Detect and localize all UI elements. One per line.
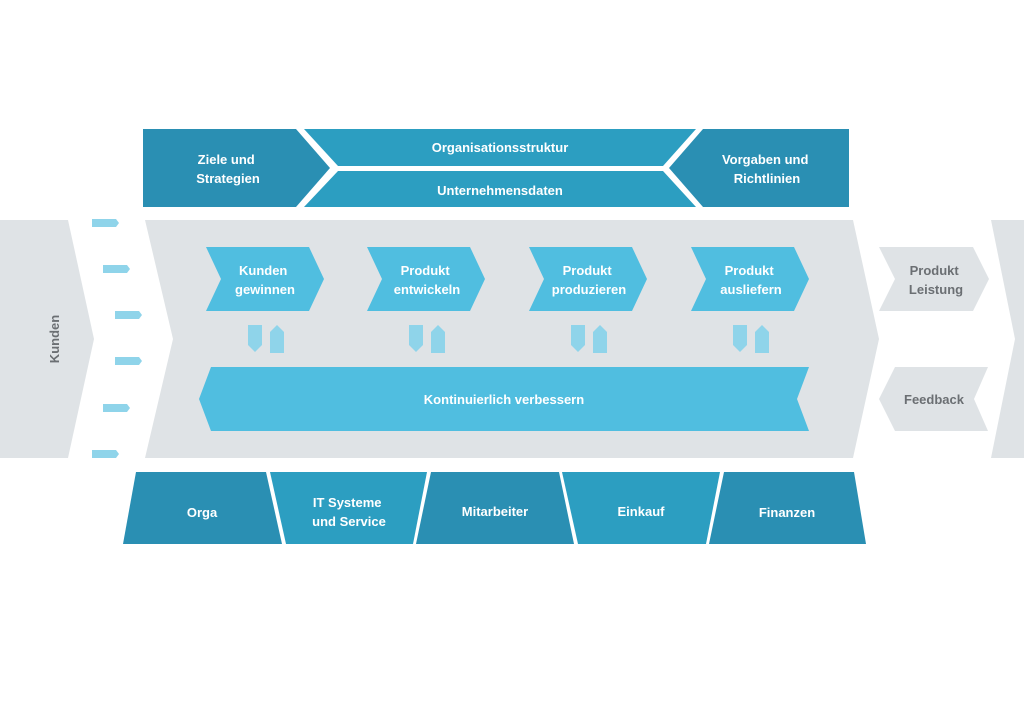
inflow-arrow <box>115 311 142 319</box>
process-production: Produkt produzieren <box>529 247 647 311</box>
guidelines-label: Vorgaben und Richtlinien <box>722 152 812 186</box>
svg-text:Einkauf: Einkauf <box>618 504 666 519</box>
exchange-arrow-pair <box>409 325 445 353</box>
svg-text:Kunden gewinnen: Kunden gewinnen <box>235 263 295 297</box>
inflow-arrow <box>92 219 119 227</box>
up-arrow-icon <box>270 325 284 353</box>
process-customer-acquisition: Kunden gewinnen <box>206 247 324 311</box>
down-arrow-icon <box>409 325 423 352</box>
guidelines-block <box>669 129 849 207</box>
svg-text:Orga: Orga <box>187 505 218 520</box>
core-processes: Kunden gewinnen Produkt entwickeln Produ… <box>206 247 809 311</box>
org-structure-label: Organisationsstruktur <box>432 140 569 155</box>
inflow-arrow <box>92 450 119 458</box>
inflow-arrows <box>92 219 142 458</box>
process-development: Produkt entwickeln <box>367 247 485 311</box>
feedback-label: Feedback <box>904 392 965 407</box>
exchange-arrow-pair <box>571 325 607 353</box>
process-delivery: Produkt ausliefern <box>691 247 809 311</box>
customer-input: Kunden <box>0 219 142 458</box>
goals-block <box>143 129 330 207</box>
support-band: Orga IT Systeme und Service Mitarbeiter … <box>123 472 866 544</box>
svg-text:IT Systeme und Service: IT Systeme und Service <box>312 495 386 529</box>
output-side: Produkt Leistung Feedback <box>879 220 1024 458</box>
down-arrow-icon <box>571 325 585 352</box>
svg-text:Produkt ausliefern: Produkt ausliefern <box>720 263 781 297</box>
company-data-block <box>304 171 696 207</box>
output-chevron <box>879 247 989 311</box>
support-finance: Finanzen <box>709 472 866 544</box>
customer-label: Kunden <box>47 315 62 363</box>
down-arrow-icon <box>248 325 262 352</box>
exchange-arrows <box>248 325 769 353</box>
exchange-arrow-pair <box>248 325 284 353</box>
continuous-improvement: Kontinuierlich verbessern <box>199 367 809 431</box>
customer-chevron <box>0 220 94 458</box>
exchange-arrow-pair <box>733 325 769 353</box>
org-structure-block <box>304 129 696 166</box>
inflow-arrow <box>103 265 130 273</box>
svg-text:Kontinuierlich verbessern: Kontinuierlich verbessern <box>424 392 584 407</box>
inflow-arrow <box>103 404 130 412</box>
support-orga: Orga <box>123 472 282 544</box>
feedback-chevron <box>879 367 988 431</box>
svg-text:Mitarbeiter: Mitarbeiter <box>462 504 528 519</box>
support-purchasing: Einkauf <box>562 472 720 544</box>
goals-label: Ziele und Strategien <box>196 152 260 186</box>
output-label: Produkt Leistung <box>909 263 963 297</box>
inflow-arrow <box>115 357 142 365</box>
management-band: Ziele und Strategien Organisationsstrukt… <box>143 129 849 207</box>
support-it: IT Systeme und Service <box>270 472 427 544</box>
right-edge-chevron <box>991 220 1024 458</box>
support-staff: Mitarbeiter <box>416 472 574 544</box>
up-arrow-icon <box>593 325 607 353</box>
down-arrow-icon <box>733 325 747 352</box>
svg-text:Produkt entwickeln: Produkt entwickeln <box>394 263 461 297</box>
company-data-label: Unternehmensdaten <box>437 183 563 198</box>
svg-text:Finanzen: Finanzen <box>759 505 815 520</box>
svg-text:Produkt produzieren: Produkt produzieren <box>552 263 626 297</box>
up-arrow-icon <box>431 325 445 353</box>
up-arrow-icon <box>755 325 769 353</box>
